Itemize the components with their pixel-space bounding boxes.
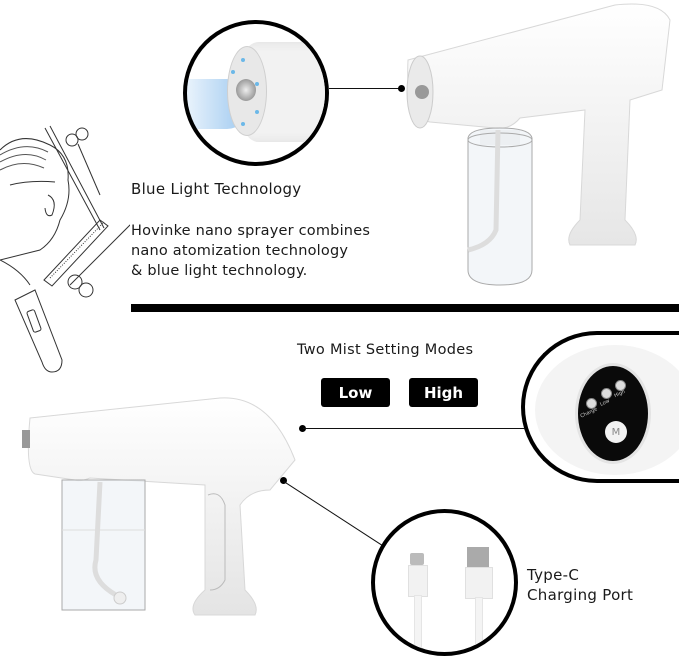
section-divider [131, 304, 679, 312]
charging-title-line: Charging Port [527, 586, 634, 604]
nano-sprayer-gun-top [406, 3, 671, 286]
connector-dot-top [398, 85, 405, 92]
led-dot [231, 70, 235, 74]
indicator-low [601, 388, 612, 399]
nano-sprayer-gun-bottom [22, 397, 296, 616]
usb-a-cable [475, 597, 483, 652]
usb-type-c-connector [410, 553, 424, 565]
connector-dot-charging [280, 477, 287, 484]
usb-type-c-housing [408, 565, 428, 597]
usb-type-c-cable [414, 595, 422, 652]
feature-title-blue-light: Blue Light Technology [131, 180, 302, 198]
connector-dot-mist [299, 425, 306, 432]
control-panel-zoom-circle: Charge Low High M [521, 331, 679, 483]
charging-zoom-circle [371, 509, 518, 656]
description-line: nano atomization technology [131, 243, 349, 259]
nozzle-lens [236, 79, 256, 101]
connector-line-mist [303, 428, 525, 429]
nozzle-zoom-circle [183, 20, 329, 166]
charging-title-line: Type-C [527, 566, 580, 584]
usb-a-housing [465, 567, 493, 599]
feature-description-blue-light: Hovinke nano sprayer combines nano atomi… [131, 221, 370, 281]
indicator-high [615, 380, 626, 391]
connector-line-top [329, 88, 399, 89]
indicator-charge [586, 398, 597, 409]
control-panel: Charge Low High M [575, 363, 651, 464]
indicator-label-high: High [613, 388, 627, 400]
led-dot [241, 122, 245, 126]
feature-title-charging: Type-C Charging Port [527, 565, 633, 605]
indicator-label-charge: Charge [579, 406, 599, 420]
barber-sketch-illustration [0, 125, 130, 373]
led-dot [255, 82, 259, 86]
description-line: & blue light technology. [131, 263, 308, 279]
led-dot [255, 110, 259, 114]
mode-badge-low: Low [321, 378, 390, 407]
mode-badge-high: High [409, 378, 478, 407]
mode-button: M [605, 421, 627, 443]
feature-title-mist-modes: Two Mist Setting Modes [297, 342, 474, 358]
indicator-label-low: Low [599, 398, 611, 408]
usb-a-connector [467, 547, 489, 567]
description-line: Hovinke nano sprayer combines [131, 223, 371, 239]
led-dot [241, 58, 245, 62]
